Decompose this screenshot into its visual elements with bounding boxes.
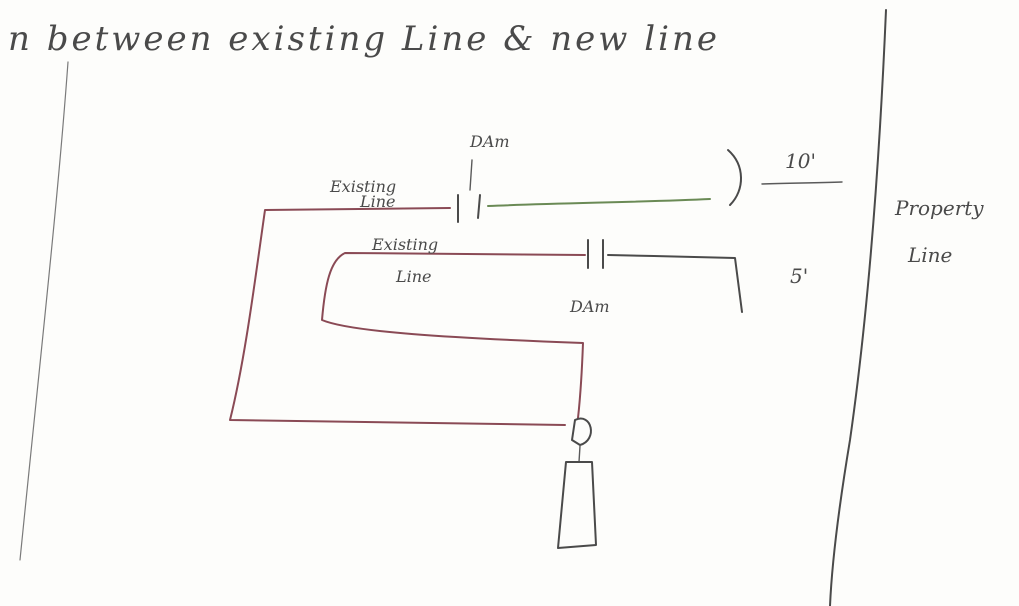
existing-line-bottom-label-1: Existing bbox=[371, 235, 438, 254]
existing-line-top-label-2: Line bbox=[359, 192, 396, 211]
dam-bottom-label: DAm bbox=[569, 297, 610, 316]
property-line-label-1: Property bbox=[894, 196, 984, 220]
valve-fitting bbox=[571, 417, 592, 446]
dim-top-underline bbox=[761, 181, 843, 185]
existing-line-lower bbox=[321, 252, 586, 419]
property-line bbox=[829, 9, 887, 606]
dam-upper-plate-right bbox=[477, 194, 481, 219]
existing-line-upper bbox=[229, 207, 566, 426]
existing-line-bottom-label-2: Line bbox=[395, 267, 432, 286]
tank-body bbox=[557, 461, 597, 549]
new-line-lower bbox=[607, 254, 743, 313]
dim-bottom-label: 5' bbox=[790, 264, 808, 288]
new-line-upper bbox=[487, 198, 711, 207]
dam-top-label: DAm bbox=[469, 132, 510, 151]
left-margin-line bbox=[19, 61, 69, 561]
valve-stem bbox=[578, 445, 581, 463]
upper-end-bracket bbox=[727, 149, 742, 206]
existing-line-top-label-1: Existing bbox=[329, 177, 396, 196]
heading-text: n between existing Line & new line bbox=[8, 19, 720, 59]
property-line-label-2: Line bbox=[907, 243, 952, 267]
dim-top-label: 10' bbox=[785, 149, 816, 173]
dam-upper-leader bbox=[469, 159, 473, 191]
